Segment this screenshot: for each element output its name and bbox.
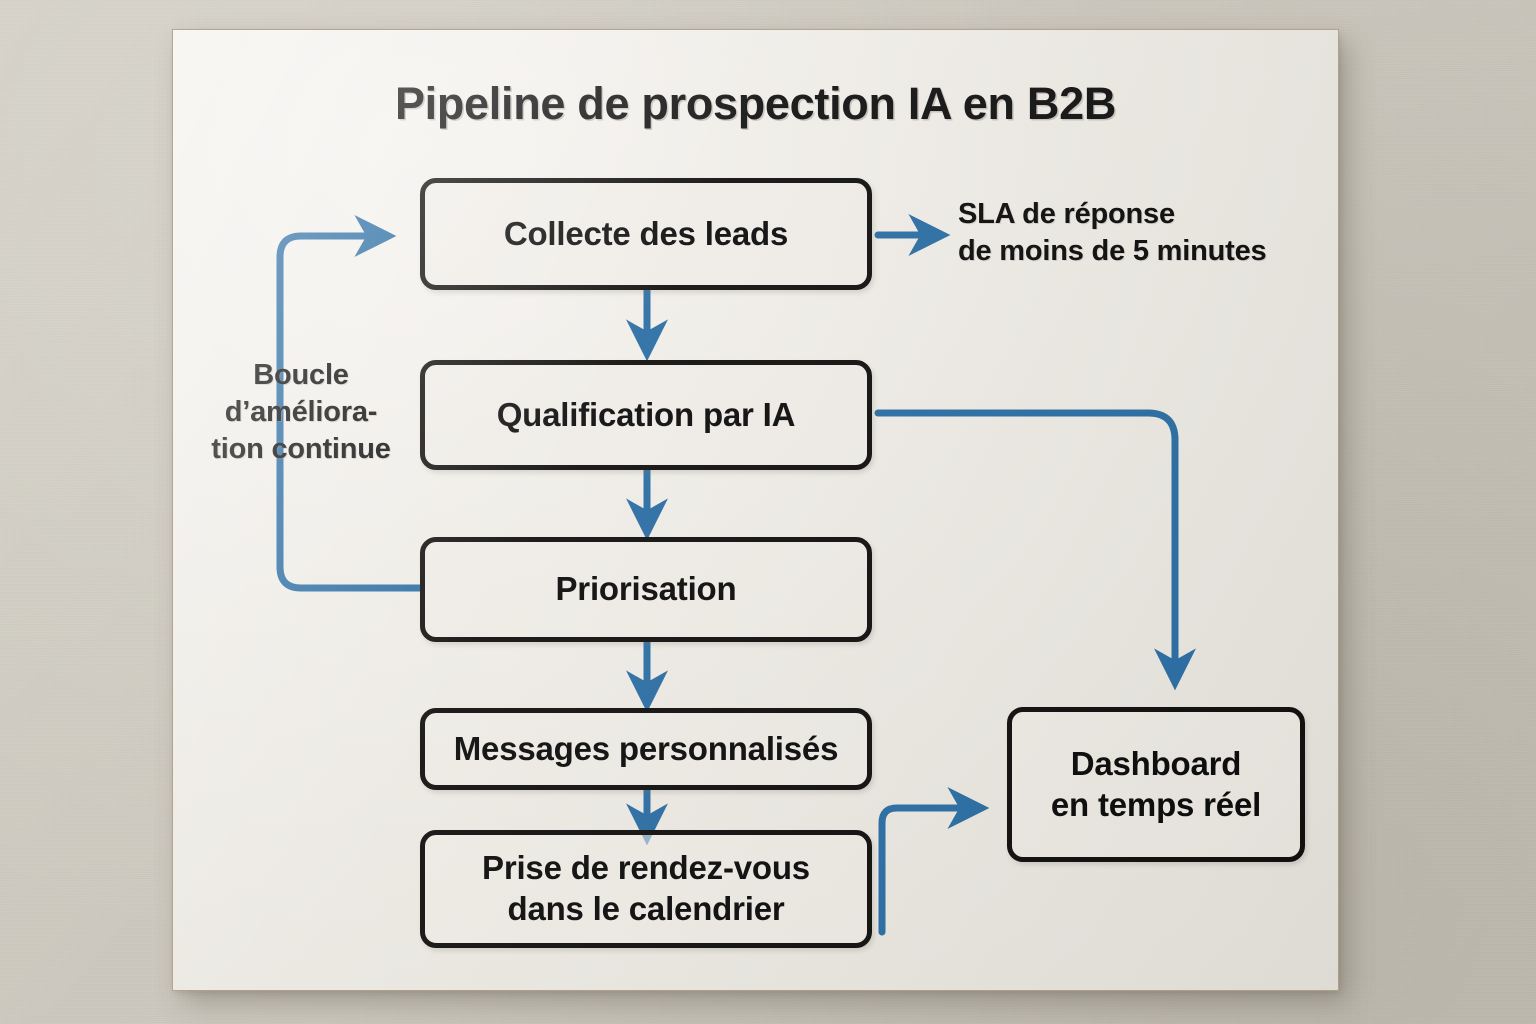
node-collecte-label: Collecte des leads xyxy=(503,214,789,252)
annotation-boucle-amelioration: Boucle d’améliora- tion continue xyxy=(195,357,407,468)
node-messages-label: Messages personnalisés xyxy=(453,729,839,767)
diagram-panel: Pipeline de prospection IA en B2B xyxy=(173,30,1338,990)
edge-qualification-dashboard xyxy=(874,409,1196,691)
node-prise-de-rendez-vous[interactable]: Prise de rendez-vous dans le calendrier xyxy=(420,830,872,948)
edge-rendezvous-dashboard xyxy=(878,787,990,936)
node-messages-personnalises[interactable]: Messages personnalisés xyxy=(420,708,872,790)
annotation-sla: SLA de réponse de moins de 5 minutes xyxy=(958,196,1328,270)
node-dashboard-label-line2: en temps réel xyxy=(1050,785,1262,823)
node-priorisation[interactable]: Priorisation xyxy=(420,537,872,642)
node-qualification-label: Qualification par IA xyxy=(496,395,796,433)
page-title: Pipeline de prospection IA en B2B xyxy=(394,78,1117,129)
annotation-sla-line1: SLA de réponse xyxy=(958,198,1175,230)
node-rendezvous-label-line2: dans le calendrier xyxy=(507,890,785,927)
node-dashboard-temps-reel[interactable]: Dashboard en temps réel xyxy=(1007,707,1305,862)
node-qualification-par-ia[interactable]: Qualification par IA xyxy=(420,360,872,470)
connector-layer xyxy=(276,214,1196,936)
annotation-loop-line3: tion continue xyxy=(211,433,391,466)
node-priorisation-label: Priorisation xyxy=(555,570,737,608)
annotation-sla-line2: de moins de 5 minutes xyxy=(958,235,1267,268)
node-dashboard-label-line1: Dashboard xyxy=(1070,744,1242,782)
node-rendezvous-label-line1: Prise de rendez-vous xyxy=(482,849,810,887)
annotation-loop-line2: d’améliora- xyxy=(224,396,378,429)
annotation-loop-line1: Boucle xyxy=(253,359,349,391)
node-collecte-des-leads[interactable]: Collecte des leads xyxy=(420,178,872,290)
edge-improvement-loop xyxy=(276,215,424,592)
diagram-stage: Pipeline de prospection IA en B2B xyxy=(173,30,1338,990)
